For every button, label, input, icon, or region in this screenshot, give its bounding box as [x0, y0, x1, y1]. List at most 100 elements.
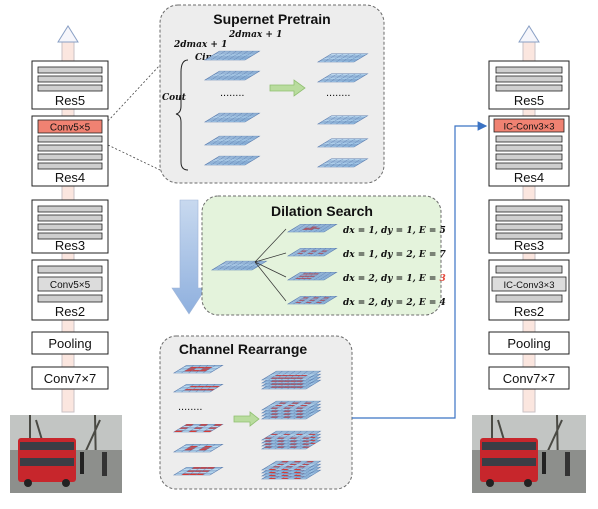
- dilation-candidate-kernel: [286, 271, 338, 281]
- dilation-row-energy: 7: [440, 250, 447, 260]
- dilation-connector: [254, 252, 287, 263]
- right-res2-block: IC-Conv3×3 Res2: [488, 259, 570, 321]
- channel-title: Channel Rearrange: [179, 341, 308, 357]
- supernet-left-kernel-3: [203, 112, 261, 123]
- left-res2-block: Conv5×5 Res2: [31, 259, 109, 321]
- left-res3-block: Res3: [31, 199, 109, 254]
- left-stem-label: Conv7×7: [44, 371, 96, 386]
- channel-dots: ........: [178, 401, 202, 413]
- dilation-row-label: dx = 1, dy = 2, E = 7: [343, 250, 447, 260]
- channel-left-kernel-5: [172, 466, 224, 476]
- left-res2-conv-label: Conv5×5: [50, 280, 91, 291]
- right-pooling-box: [488, 331, 570, 355]
- supernet-left-kernel-5: [203, 155, 261, 166]
- right-stem-label: Conv7×7: [503, 371, 555, 386]
- right-res4-label: Res4: [514, 170, 544, 185]
- result-connector: [352, 121, 488, 419]
- right-res4-block: IC-Conv3×3 Res4: [488, 115, 570, 187]
- left-res4-label: Res4: [55, 170, 85, 185]
- channel-stack-layer: [260, 400, 322, 411]
- right-flow-arrow-head: [518, 25, 540, 43]
- channel-left-kernels: [172, 364, 224, 476]
- supernet-left-kernel-2: [203, 70, 261, 81]
- supernet-cin-label: Cin: [195, 53, 212, 63]
- search-flow-arrow: [171, 199, 207, 315]
- dilation-title: Dilation Search: [271, 203, 373, 219]
- right-res3-label: Res3: [514, 238, 544, 253]
- left-res2-label: Res2: [55, 304, 85, 319]
- supernet-panel: Supernet Pretrain 2dmax + 1 2dmax + 1 Ci…: [159, 4, 385, 184]
- dilation-connector: [254, 228, 287, 263]
- supernet-right-kernels: [316, 53, 369, 168]
- left-pooling-label: Pooling: [48, 336, 91, 351]
- zoom-line-bottom: [107, 144, 161, 171]
- right-res5-label: Res5: [514, 93, 544, 108]
- dilation-row-1: dx = 1, dy = 1, E = 5: [254, 224, 446, 263]
- left-res3-label: Res3: [55, 238, 85, 253]
- channel-stack-4: [260, 460, 322, 480]
- channel-stack-layer: [260, 370, 322, 381]
- right-res4-conv-label: IC-Conv3×3: [504, 122, 555, 133]
- left-res4-block: Conv5×5 Res4: [31, 115, 109, 187]
- supernet-left-kernels: [203, 50, 261, 166]
- left-network: Res5 Conv5×5 Res4 Res3 Conv5×5: [10, 25, 122, 493]
- dilation-row-energy: 5: [440, 226, 446, 236]
- dilation-row-energy: 4: [440, 298, 446, 308]
- dilation-candidate-kernel: [286, 248, 338, 257]
- left-stem-box: [31, 366, 109, 390]
- left-res5-label: Res5: [55, 93, 85, 108]
- supernet-right-kernel-5: [316, 158, 369, 168]
- dilation-row-energy: 3: [440, 274, 446, 284]
- supernet-dots-right: ........: [326, 87, 350, 99]
- dilation-source-grid: [210, 260, 268, 271]
- supernet-left-kernel-4: [203, 135, 261, 146]
- dilation-source-kernel: [210, 260, 268, 271]
- right-res2-conv-label: IC-Conv3×3: [504, 280, 555, 291]
- right-pooling-label: Pooling: [507, 336, 550, 351]
- dilation-candidate-kernel: [286, 295, 338, 305]
- supernet-right-kernel-2: [316, 73, 369, 83]
- dilation-panel: Dilation Search dx = 1, dy = 1, E = 5dx …: [201, 195, 447, 316]
- dilation-row-2: dx = 1, dy = 2, E = 7: [254, 248, 447, 263]
- right-res3-block: Res3: [488, 199, 570, 254]
- dilation-row-3: dx = 2, dy = 1, E = 3: [254, 261, 446, 284]
- left-flow-arrow-head: [57, 25, 79, 43]
- dilation-row-label: dx = 2, dy = 1, E = 3: [343, 274, 446, 284]
- channel-left-kernel-1: [172, 364, 224, 374]
- right-res2-label: Res2: [514, 304, 544, 319]
- left-pooling-box: [31, 331, 109, 355]
- supernet-dmax-top-label: 2dmax + 1: [228, 30, 282, 40]
- dilation-row-label: dx = 1, dy = 1, E = 5: [343, 226, 446, 236]
- left-res4-conv-label: Conv5×5: [50, 123, 91, 134]
- right-input-photo: [472, 414, 586, 493]
- channel-panel: Channel Rearrange ........: [159, 335, 353, 490]
- channel-right-stacks: [260, 370, 322, 480]
- left-input-photo: [10, 414, 122, 493]
- supernet-right-kernel-1: [316, 53, 369, 63]
- supernet-dots-left: ........: [220, 87, 244, 99]
- supernet-right-kernel-4: [316, 138, 369, 148]
- supernet-arrow: [269, 79, 306, 97]
- supernet-title: Supernet Pretrain: [213, 11, 330, 27]
- channel-arrow: [233, 411, 260, 427]
- supernet-right-kernel-3: [316, 115, 369, 125]
- zoom-line-top: [107, 64, 161, 122]
- dilation-candidate-kernel: [286, 224, 338, 233]
- dilation-connector: [254, 261, 287, 302]
- left-res5-block: Res5: [31, 60, 109, 110]
- right-stem-box: [488, 366, 570, 390]
- dilation-row-4: dx = 2, dy = 2, E = 4: [254, 261, 446, 308]
- supernet-left-kernel-1: [203, 50, 261, 61]
- channel-stack-2: [260, 400, 322, 420]
- supernet-dmax-left-label: 2dmax + 1: [173, 40, 227, 50]
- supernet-cout-label: Cout: [162, 93, 187, 103]
- dilation-connector: [254, 261, 287, 278]
- channel-stack-layer: [260, 460, 322, 471]
- channel-left-kernel-3: [172, 423, 224, 433]
- supernet-cout-brace: [175, 59, 189, 171]
- channel-left-kernel-4: [172, 443, 224, 453]
- dilation-candidates: dx = 1, dy = 1, E = 5 dx = 1, dy = 2, E =…: [254, 224, 447, 308]
- dilation-row-label: dx = 2, dy = 2, E = 4: [343, 298, 446, 308]
- channel-stack-1: [260, 370, 322, 390]
